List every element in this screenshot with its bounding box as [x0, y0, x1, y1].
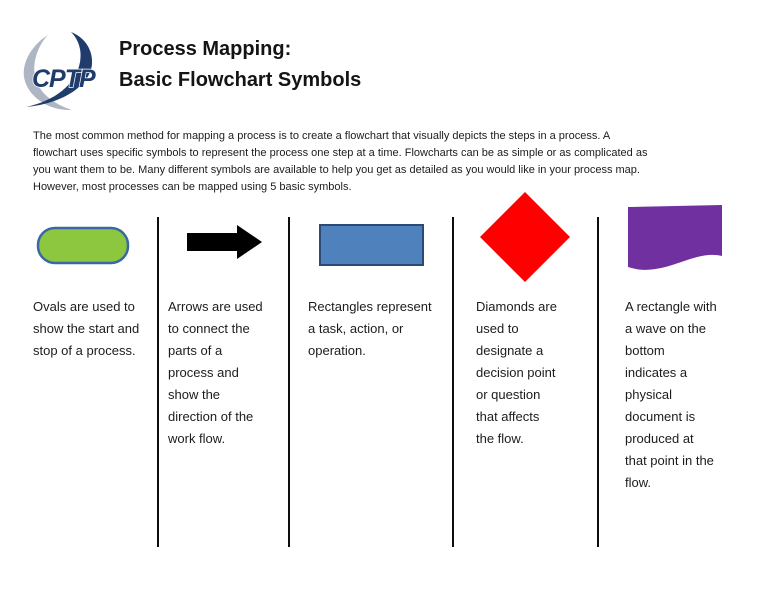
arrow-shape [187, 225, 262, 259]
column-divider-1 [157, 217, 159, 547]
oval-description: Ovals are used to show the start and sto… [33, 299, 140, 358]
document-description: A rectangle with a wave on the bottom in… [625, 299, 717, 490]
diamond-shape [480, 192, 570, 282]
rectangle-symbol-icon [319, 224, 424, 266]
diamond-symbol-icon [480, 192, 570, 282]
rectangle-shape [319, 224, 424, 266]
diamond-description: Diamonds are used to designate a decisio… [476, 299, 557, 446]
oval-shape [36, 226, 130, 265]
document-shape [628, 205, 722, 270]
logo-navy-swoosh [26, 32, 93, 107]
logo-silver-swoosh [23, 35, 73, 111]
cptp-logo: CPTP [23, 32, 98, 111]
intro-paragraph: The most common method for mapping a pro… [33, 130, 648, 193]
oval-symbol-icon [36, 226, 130, 265]
arrow-symbol-icon [187, 225, 262, 259]
rectangle-description: Rectangles represent a task, action, or … [308, 299, 432, 358]
page-title: Process Mapping: Basic Flowchart Symbols [119, 38, 362, 91]
column-divider-3 [452, 217, 454, 547]
logo-text: CPTP [32, 65, 96, 93]
column-divider-2 [288, 217, 290, 547]
document-symbol-icon [628, 205, 722, 270]
arrow-description: Arrows are used to connect the parts of … [168, 299, 263, 446]
column-divider-4 [597, 217, 599, 547]
